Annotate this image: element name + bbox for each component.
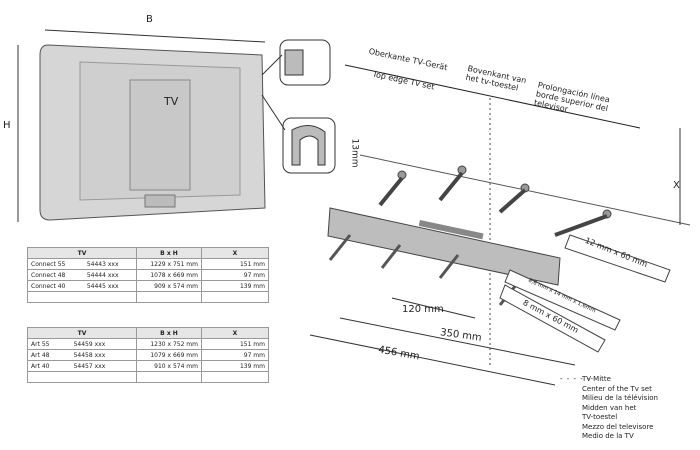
wall-bracket xyxy=(327,207,561,286)
legend-line: Medio de la TV xyxy=(582,432,634,440)
legend-line: Center of the Tv set xyxy=(582,384,652,393)
dimension-120mm: 120 mm xyxy=(402,304,444,315)
tv-logo: TV xyxy=(164,95,179,108)
top-edge-line xyxy=(344,64,641,129)
dimension-h-label: H xyxy=(3,120,11,131)
table-row-empty xyxy=(27,371,269,383)
legend-line: Midden van het xyxy=(582,403,637,412)
header-bxh: B x H xyxy=(136,247,202,259)
dimension-lines xyxy=(309,297,576,386)
wall-dowels xyxy=(378,165,612,237)
legend-line: Mezzo del televisore xyxy=(582,422,654,431)
header-bxh: B x H xyxy=(136,327,202,339)
clip-detail-inset xyxy=(261,39,336,174)
dimension-b-label: B xyxy=(146,14,153,25)
legend-line: TV-toestel xyxy=(582,413,618,421)
table-row-empty xyxy=(27,291,269,303)
dashed-line-sample: - - - - - xyxy=(560,375,591,383)
dimension-x-label: X xyxy=(673,180,680,191)
dimension-b xyxy=(44,29,266,43)
tv-back-illustration xyxy=(39,44,266,221)
callout-boxes xyxy=(499,234,671,353)
header-x: X xyxy=(201,247,269,259)
header-tv: TV xyxy=(27,327,137,339)
legend-line: TV-Mitte xyxy=(582,375,611,383)
header-x: X xyxy=(201,327,269,339)
legend-line: Milieu de la télévision xyxy=(582,394,658,402)
center-legend: - - - - - TV-Mitte Center of the Tv set … xyxy=(560,375,658,442)
dimension-13mm: 13mm xyxy=(349,138,360,168)
header-tv: TV xyxy=(27,247,137,259)
